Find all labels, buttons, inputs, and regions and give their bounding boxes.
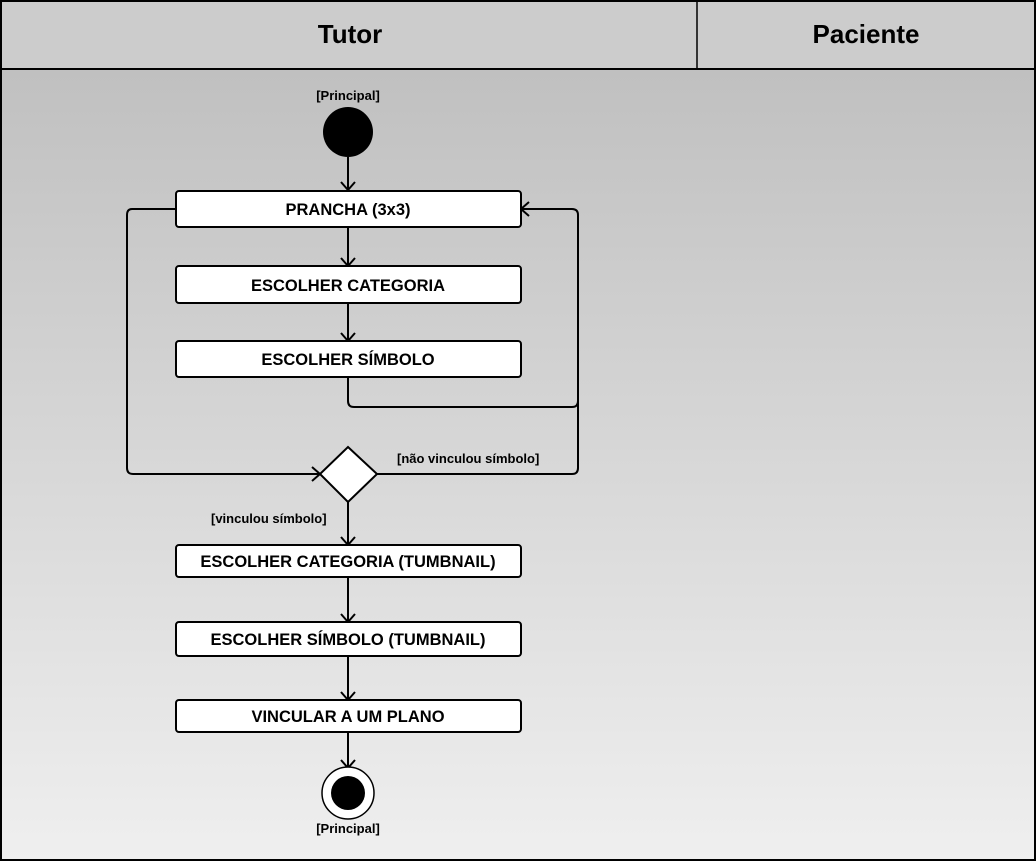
action-prancha[interactable]: PRANCHA (3x3) [175, 190, 522, 228]
action-vincular-plano[interactable]: VINCULAR A UM PLANO [175, 699, 522, 733]
lane-title-tutor: Tutor [318, 19, 383, 49]
initial-node [323, 107, 373, 157]
edge-prancha-decision [126, 208, 320, 475]
action-escolher-categoria[interactable]: ESCOLHER CATEGORIA [175, 265, 522, 304]
action-label: ESCOLHER CATEGORIA (TUMBNAIL) [200, 553, 495, 571]
guard-vinculou: [vinculou símbolo] [211, 511, 327, 526]
action-label: PRANCHA (3x3) [286, 201, 411, 219]
action-label: ESCOLHER CATEGORIA [251, 277, 445, 295]
action-escolher-simbolo-tumbnail[interactable]: ESCOLHER SÍMBOLO (TUMBNAIL) [175, 621, 522, 657]
action-escolher-simbolo[interactable]: ESCOLHER SÍMBOLO [175, 340, 522, 378]
action-label: ESCOLHER SÍMBOLO (TUMBNAIL) [211, 630, 486, 649]
final-node-label: [Principal] [316, 821, 380, 836]
action-label: ESCOLHER SÍMBOLO [261, 350, 434, 369]
lane-title-paciente: Paciente [813, 19, 920, 49]
action-label: VINCULAR A UM PLANO [251, 708, 444, 726]
guard-nao-vinculou: [não vinculou símbolo] [397, 451, 539, 466]
edge-decision-prancha [377, 208, 579, 475]
final-node-dot [331, 776, 365, 810]
swimlane-header [1, 1, 1035, 69]
decision-node[interactable] [318, 445, 379, 504]
action-escolher-categoria-tumbnail[interactable]: ESCOLHER CATEGORIA (TUMBNAIL) [175, 544, 522, 578]
flow-edges [126, 157, 579, 770]
initial-node-label: [Principal] [316, 88, 380, 103]
